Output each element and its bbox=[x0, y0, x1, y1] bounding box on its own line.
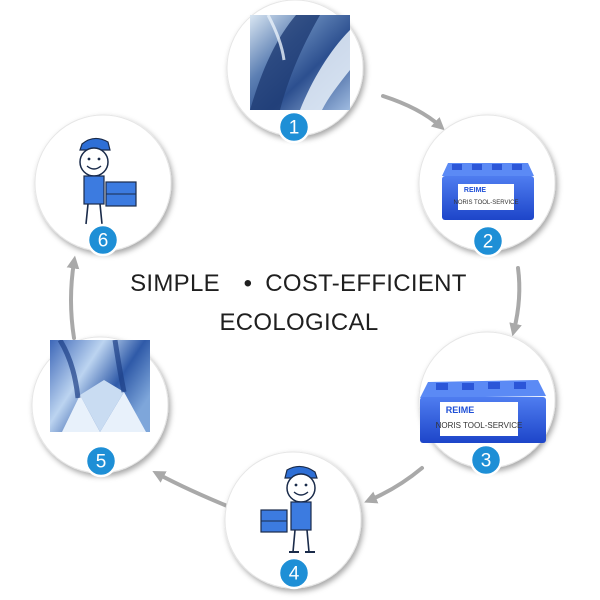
arrow-2-to-3 bbox=[509, 266, 522, 337]
blue-tool-crate-image: REIME NORIS TOOL-SERVICE bbox=[420, 380, 546, 443]
step-node-4 bbox=[224, 451, 362, 589]
tagline-simple: SIMPLE bbox=[130, 270, 220, 297]
crate-brand-text: REIME bbox=[464, 187, 487, 194]
step-number-1: 1 bbox=[289, 118, 300, 139]
step-node-3: REIME NORIS TOOL-SERVICE bbox=[418, 331, 556, 469]
reground-drill-tip-image bbox=[50, 340, 150, 432]
step-node-5 bbox=[31, 336, 169, 474]
crate-brand-text: REIME bbox=[446, 405, 475, 415]
delivery-man-with-box-image bbox=[260, 465, 318, 553]
arrow-5-to-6 bbox=[66, 255, 80, 340]
step-node-6 bbox=[34, 114, 172, 252]
step-number-6: 6 bbox=[98, 231, 109, 252]
arrow-4-to-5 bbox=[152, 470, 234, 510]
tagline-cost-efficient: COST-EFFICIENT bbox=[265, 270, 467, 297]
crate-label-text: NORIS TOOL-SERVICE bbox=[453, 200, 518, 206]
blue-tool-crate-image: REIME NORIS TOOL-SERVICE bbox=[442, 163, 534, 220]
step-badge-6: 6 bbox=[86, 223, 120, 257]
tagline-ecological: ECOLOGICAL bbox=[219, 309, 378, 336]
step-badge-3: 3 bbox=[469, 443, 503, 477]
step-badge-2: 2 bbox=[471, 224, 505, 258]
step-badge-1: 1 bbox=[277, 110, 311, 144]
step-badges: 1 2 3 4 5 6 bbox=[84, 110, 505, 590]
delivery-man-with-box-image bbox=[79, 137, 137, 225]
arrow-1-to-2 bbox=[381, 94, 445, 131]
step-node-1 bbox=[226, 0, 364, 137]
center-tagline: SIMPLE • COST-EFFICIENT ECOLOGICAL bbox=[130, 270, 467, 336]
step-node-2: REIME NORIS TOOL-SERVICE bbox=[418, 114, 556, 252]
step-number-4: 4 bbox=[289, 564, 300, 585]
step-number-5: 5 bbox=[96, 452, 107, 473]
step-badge-5: 5 bbox=[84, 444, 118, 478]
step-number-3: 3 bbox=[481, 451, 492, 472]
step-number-2: 2 bbox=[483, 232, 494, 253]
crate-label-text: NORIS TOOL-SERVICE bbox=[436, 421, 523, 430]
step-badge-4: 4 bbox=[277, 556, 311, 590]
tagline-bullet: • bbox=[244, 270, 253, 297]
arrow-3-to-4 bbox=[364, 466, 424, 504]
cycle-arrows bbox=[66, 94, 522, 510]
worn-drill-tip-image bbox=[250, 15, 350, 110]
